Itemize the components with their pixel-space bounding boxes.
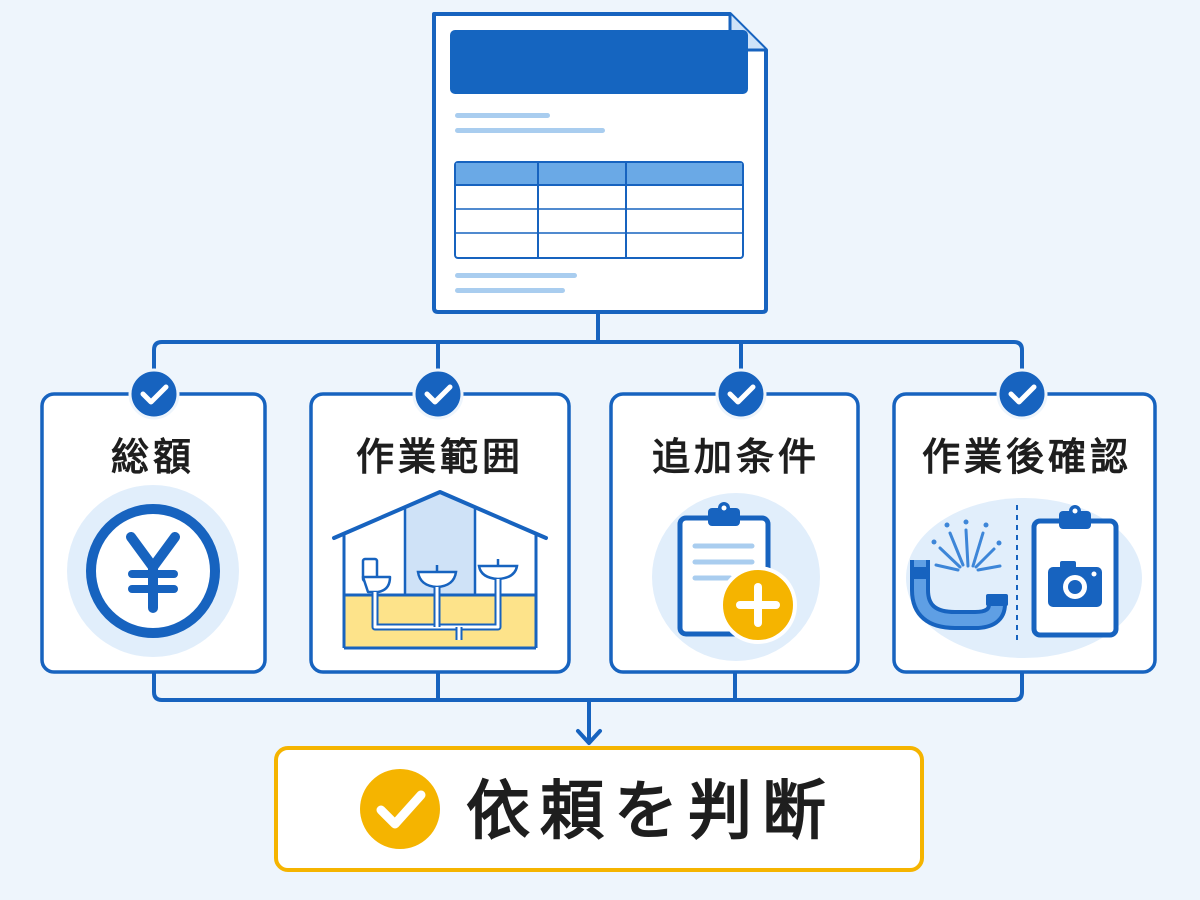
yen-icon — [67, 485, 239, 657]
card-aftercheck: 作業後確認 — [892, 368, 1157, 674]
document-text-line — [455, 128, 605, 133]
check-circle-icon — [360, 769, 440, 849]
document-header-bar — [450, 30, 748, 94]
clipboard-plus-icon — [652, 493, 820, 661]
check-badge-icon — [128, 368, 180, 420]
connector-lines — [152, 312, 1024, 745]
document-text-line — [455, 273, 577, 278]
card-title-aftercheck: 作業後確認 — [922, 435, 1132, 479]
card-title-scope: 作業範囲 — [356, 435, 524, 479]
check-badge-icon — [996, 368, 1048, 420]
decision-box: 依頼を判断 — [274, 746, 924, 872]
decision-label: 依頼を判断 — [466, 775, 836, 849]
quote-document — [432, 12, 768, 314]
card-title-extra: 追加条件 — [652, 435, 820, 479]
card-total: 総額 — [40, 368, 267, 674]
document-text-line — [455, 113, 550, 118]
document-text-line — [455, 288, 565, 293]
house-plumbing-icon — [332, 490, 548, 650]
card-extra: 追加条件 — [609, 368, 860, 674]
document-table — [454, 161, 744, 259]
check-badge-icon — [412, 368, 464, 420]
check-badge-icon — [715, 368, 767, 420]
pipe-leak-camera-icon — [906, 498, 1142, 658]
card-scope: 作業範囲 — [309, 368, 571, 674]
card-title-total: 総額 — [111, 435, 195, 479]
